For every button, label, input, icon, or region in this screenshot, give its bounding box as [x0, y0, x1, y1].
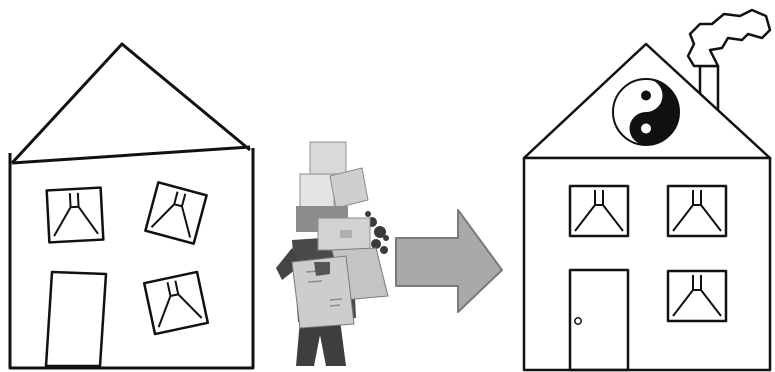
mover: [276, 141, 389, 366]
plant-icon: [365, 211, 389, 254]
new-house-window-1: [568, 184, 630, 238]
right-arrow-icon: [395, 209, 503, 313]
old-house: [8, 42, 255, 370]
yin-yang-icon: [612, 78, 680, 146]
old-house-eave: [11, 145, 251, 165]
old-house-roof: [10, 42, 251, 165]
old-house-door: [44, 270, 108, 368]
box-top: [309, 141, 347, 175]
mover-hand-right: [314, 262, 330, 276]
new-house-door: [568, 268, 630, 372]
old-house-window-3: [142, 270, 210, 336]
old-house-window-2: [144, 181, 208, 245]
box-upper-right: [329, 167, 369, 209]
old-house-walls: [8, 148, 255, 370]
new-house-window-3: [666, 269, 728, 323]
box-upper-left: [299, 173, 335, 209]
smoke-icon: [686, 8, 772, 68]
mover-legs: [296, 320, 346, 366]
mover-arm-left: [276, 248, 300, 280]
old-house-window-1: [45, 186, 105, 244]
box-bottom-label: [305, 270, 343, 307]
box-bottom: [291, 255, 355, 329]
new-house-window-2: [666, 184, 728, 238]
door-knob: [574, 317, 582, 325]
box-tag: [340, 230, 352, 238]
new-house-walls: [522, 156, 772, 372]
new-house: [522, 42, 772, 372]
